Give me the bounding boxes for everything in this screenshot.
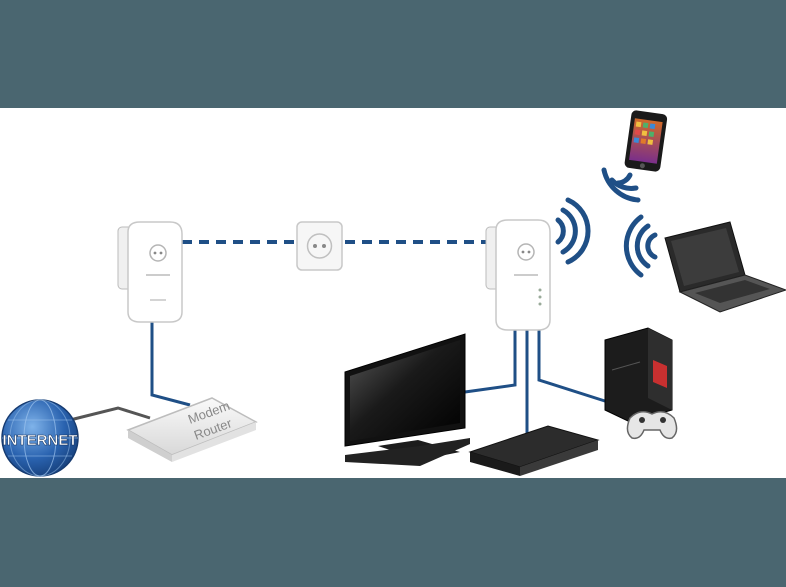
- powerline-adapter-icon: [118, 222, 182, 322]
- laptop-icon: [665, 222, 786, 312]
- cable-adapter1-router: [152, 320, 190, 405]
- globe-icon: INTERNET: [2, 400, 78, 476]
- wifi-signal-laptop-icon: [626, 217, 655, 275]
- modem-router-icon: Modem Router: [128, 398, 256, 462]
- wifi-signal-phone-icon: [604, 170, 638, 200]
- gamepad-icon: [627, 412, 676, 439]
- wifi-signal-icon: [558, 200, 588, 262]
- smartphone-icon: [624, 110, 668, 172]
- cable-adapter2-tv: [465, 330, 515, 392]
- tv-icon: [345, 334, 470, 466]
- game-console-icon: [605, 328, 672, 422]
- wall-socket-icon: [297, 222, 342, 270]
- internet-label: INTERNET: [3, 432, 78, 449]
- cable-adapter2-console: [539, 330, 608, 402]
- wifi-powerline-adapter-icon: [486, 220, 550, 330]
- set-top-box-icon: [470, 426, 598, 476]
- cable-internet-router: [70, 408, 150, 420]
